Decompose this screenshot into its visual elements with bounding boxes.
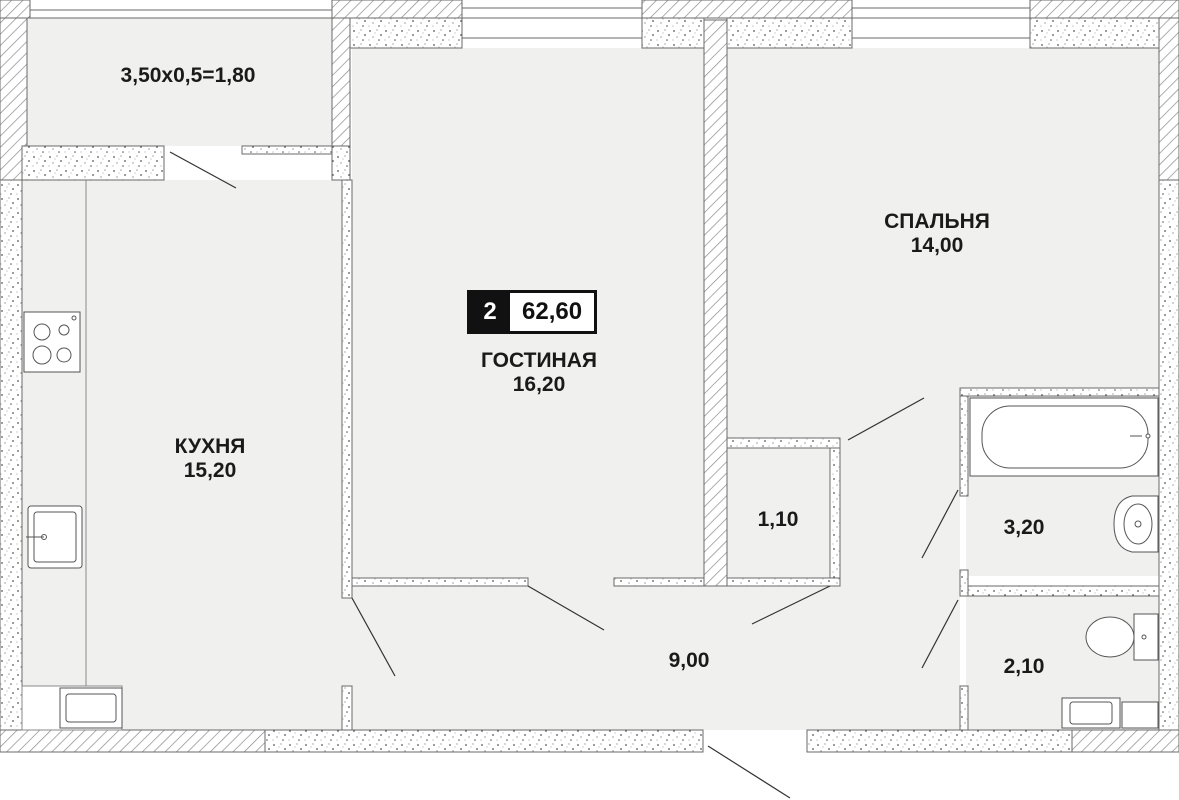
door-living: [527, 585, 605, 631]
kitchen-floor: [22, 180, 348, 730]
hallway-area: 9,00: [668, 649, 710, 672]
doors: [169, 151, 959, 799]
partition-storage-top: [726, 437, 841, 449]
bedroom-area: 14,00: [910, 234, 964, 257]
partition-bath-top: [959, 387, 1160, 397]
kitchen-name: КУХНЯ: [174, 435, 246, 458]
boiler-icon: [59, 687, 123, 729]
wall-right: [1158, 17, 1179, 181]
wall-bottom-mid: [264, 729, 704, 753]
wall-right-lower: [1158, 179, 1179, 731]
partition-bath-left: [959, 395, 969, 497]
bedroom-name: СПАЛЬНЯ: [884, 210, 990, 233]
door-kitchen: [351, 597, 396, 677]
total-area: 62,60: [522, 298, 583, 325]
door-bedroom: [847, 397, 925, 441]
kitchen-area: 15,20: [183, 459, 237, 482]
wall-kitchen-living-upper: [331, 145, 351, 181]
partition-living-bottom-right: [613, 577, 705, 587]
apartment-badge: 2 62,60: [467, 290, 598, 334]
wall-top-center: [641, 0, 853, 19]
wall-top-left: [0, 0, 31, 19]
partition-kitchen-living-lower: [341, 685, 353, 731]
partition-kitchen-living: [341, 179, 353, 599]
wall-top-right: [1029, 0, 1179, 19]
wall-top-living: [349, 17, 463, 49]
washbasin-icon: [1113, 495, 1159, 553]
storage-label: 1,10: [758, 508, 799, 532]
wall-top-bedroom-right: [1029, 17, 1160, 49]
partitions: [241, 145, 1160, 731]
toilet-icon: [1085, 613, 1159, 661]
storage-floor: [727, 448, 830, 578]
masonry-walls: [0, 17, 1179, 753]
bathroom-area: 3,20: [1003, 516, 1045, 539]
door-storage: [751, 585, 831, 625]
hall-strip-floor: [840, 438, 960, 578]
partition-balcony-door: [241, 145, 333, 155]
toilet-area: 2,10: [1003, 655, 1045, 678]
partition-toilet-left: [959, 685, 969, 731]
wall-partition-living-bedroom: [703, 19, 728, 587]
door-toilet: [921, 599, 959, 669]
room-count: 2: [470, 293, 510, 331]
partition-storage-bottom: [726, 577, 841, 587]
kitchen-sink-icon: [26, 505, 83, 569]
partition-storage-right: [829, 447, 841, 587]
windows: [29, 7, 1031, 39]
stove-icon: [23, 311, 81, 373]
door-entrance: [707, 745, 791, 799]
hallway-label: 9,00: [669, 649, 710, 673]
wall-kitchen-top: [21, 145, 165, 181]
storage-area: 1,10: [757, 508, 799, 531]
door-bathroom: [921, 489, 959, 559]
wall-left: [0, 179, 23, 731]
hallway-floor: [348, 578, 960, 730]
living-area: 16,20: [512, 373, 566, 396]
wall-top-living-mid: [641, 17, 705, 49]
toilet-label: 2,10: [1004, 655, 1045, 679]
living-name: ГОСТИНАЯ: [481, 349, 597, 372]
boiler-icon-2: [1061, 697, 1159, 729]
balcony-floor: [27, 18, 332, 146]
partition-bath-toilet: [959, 585, 1160, 597]
bathtub-icon: [969, 397, 1159, 477]
wall-bottom-right-mid: [806, 729, 1073, 753]
door-balcony: [169, 151, 237, 189]
balcony-area: 3,50х0,5=1,80: [120, 64, 256, 87]
balcony-area-label: 3,50х0,5=1,80: [121, 64, 256, 88]
wall-top-mid: [331, 0, 463, 19]
bedroom-floor: [727, 48, 1159, 438]
kitchen-label: КУХНЯ 15,20: [175, 435, 246, 483]
living-label: ГОСТИНАЯ 16,20: [481, 349, 597, 397]
partition-bath-left-lower: [959, 569, 969, 597]
partition-living-bottom-left: [351, 577, 529, 587]
bathroom-label: 3,20: [1004, 516, 1045, 540]
wall-bottom-left: [0, 729, 266, 753]
wall-bottom-right: [1071, 729, 1179, 753]
wall-top-bedroom: [726, 17, 853, 49]
bedroom-label: СПАЛЬНЯ 14,00: [884, 210, 990, 258]
